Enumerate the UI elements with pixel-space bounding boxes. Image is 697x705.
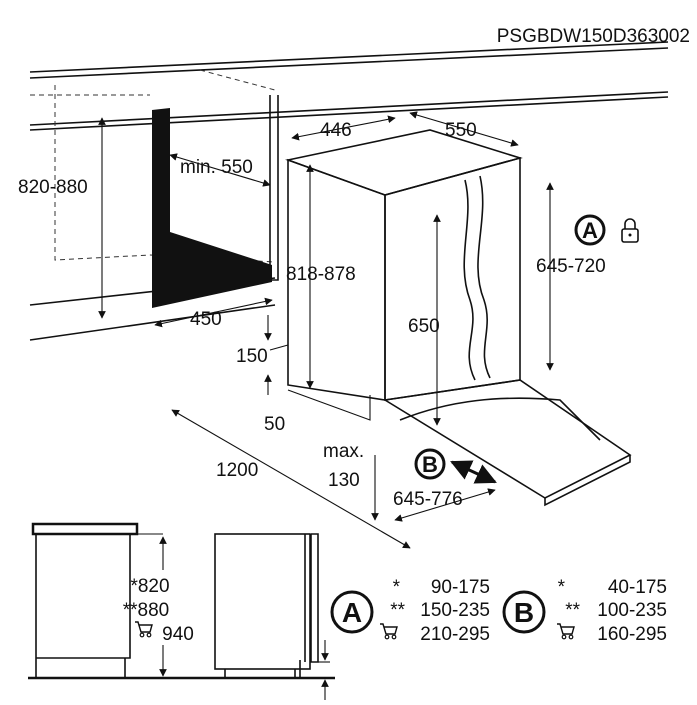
dim-door-travel: 645-776 bbox=[393, 489, 463, 510]
dim-inner-height: 650 bbox=[408, 316, 440, 337]
svg-text:100-235: 100-235 bbox=[597, 600, 667, 621]
table-b: B * 40-175 ** 100-235 160-295 bbox=[502, 577, 667, 645]
svg-text:*: * bbox=[558, 577, 566, 598]
cart-icon bbox=[556, 623, 575, 640]
svg-text:160-295: 160-295 bbox=[597, 624, 667, 645]
dim-max-value: 130 bbox=[328, 470, 360, 491]
niche-shading bbox=[152, 108, 272, 308]
dim-door-open-depth: 1200 bbox=[216, 460, 258, 481]
height-standard: *820 bbox=[130, 576, 169, 597]
svg-text:40-175: 40-175 bbox=[608, 577, 667, 598]
svg-text:90-175: 90-175 bbox=[431, 577, 490, 598]
dim-min-depth: min. 550 bbox=[180, 157, 253, 178]
dishwasher-body bbox=[269, 129, 632, 507]
dim-plinth-height: 150 bbox=[236, 346, 268, 367]
height-cart: 940 bbox=[162, 624, 194, 645]
cart-icon bbox=[379, 623, 398, 640]
svg-text:B: B bbox=[514, 597, 534, 628]
dimension-lines bbox=[98, 111, 554, 549]
svg-text:*: * bbox=[393, 577, 401, 598]
svg-text:A: A bbox=[582, 218, 598, 243]
table-a: A * 90-175 ** 150-235 210-295 bbox=[330, 577, 490, 645]
dim-width: 550 bbox=[445, 120, 477, 141]
lock-icon bbox=[621, 218, 639, 243]
dim-max-label: max. bbox=[323, 441, 364, 462]
svg-text:**: ** bbox=[565, 600, 580, 621]
dim-door-height: 645-720 bbox=[536, 256, 606, 277]
marker-b-top: B bbox=[414, 448, 446, 480]
marker-a-top: A bbox=[574, 214, 606, 246]
dim-niche-width: 450 bbox=[190, 309, 222, 330]
svg-text:A: A bbox=[342, 597, 362, 628]
height-high: **880 bbox=[123, 600, 170, 621]
dim-appliance-height: 818-878 bbox=[286, 264, 356, 285]
side-view-drawings bbox=[28, 522, 335, 700]
model-code: PSGBDW150D363002 bbox=[497, 26, 690, 47]
cart-icon bbox=[134, 621, 153, 638]
svg-text:B: B bbox=[422, 452, 438, 477]
dim-depth: 446 bbox=[320, 120, 352, 141]
svg-text:150-235: 150-235 bbox=[420, 600, 490, 621]
dim-niche-height: 820-880 bbox=[18, 177, 88, 198]
cabinet-outline bbox=[29, 41, 669, 341]
dim-plinth-depth: 50 bbox=[264, 414, 285, 435]
svg-text:210-295: 210-295 bbox=[420, 624, 490, 645]
svg-text:**: ** bbox=[390, 600, 405, 621]
